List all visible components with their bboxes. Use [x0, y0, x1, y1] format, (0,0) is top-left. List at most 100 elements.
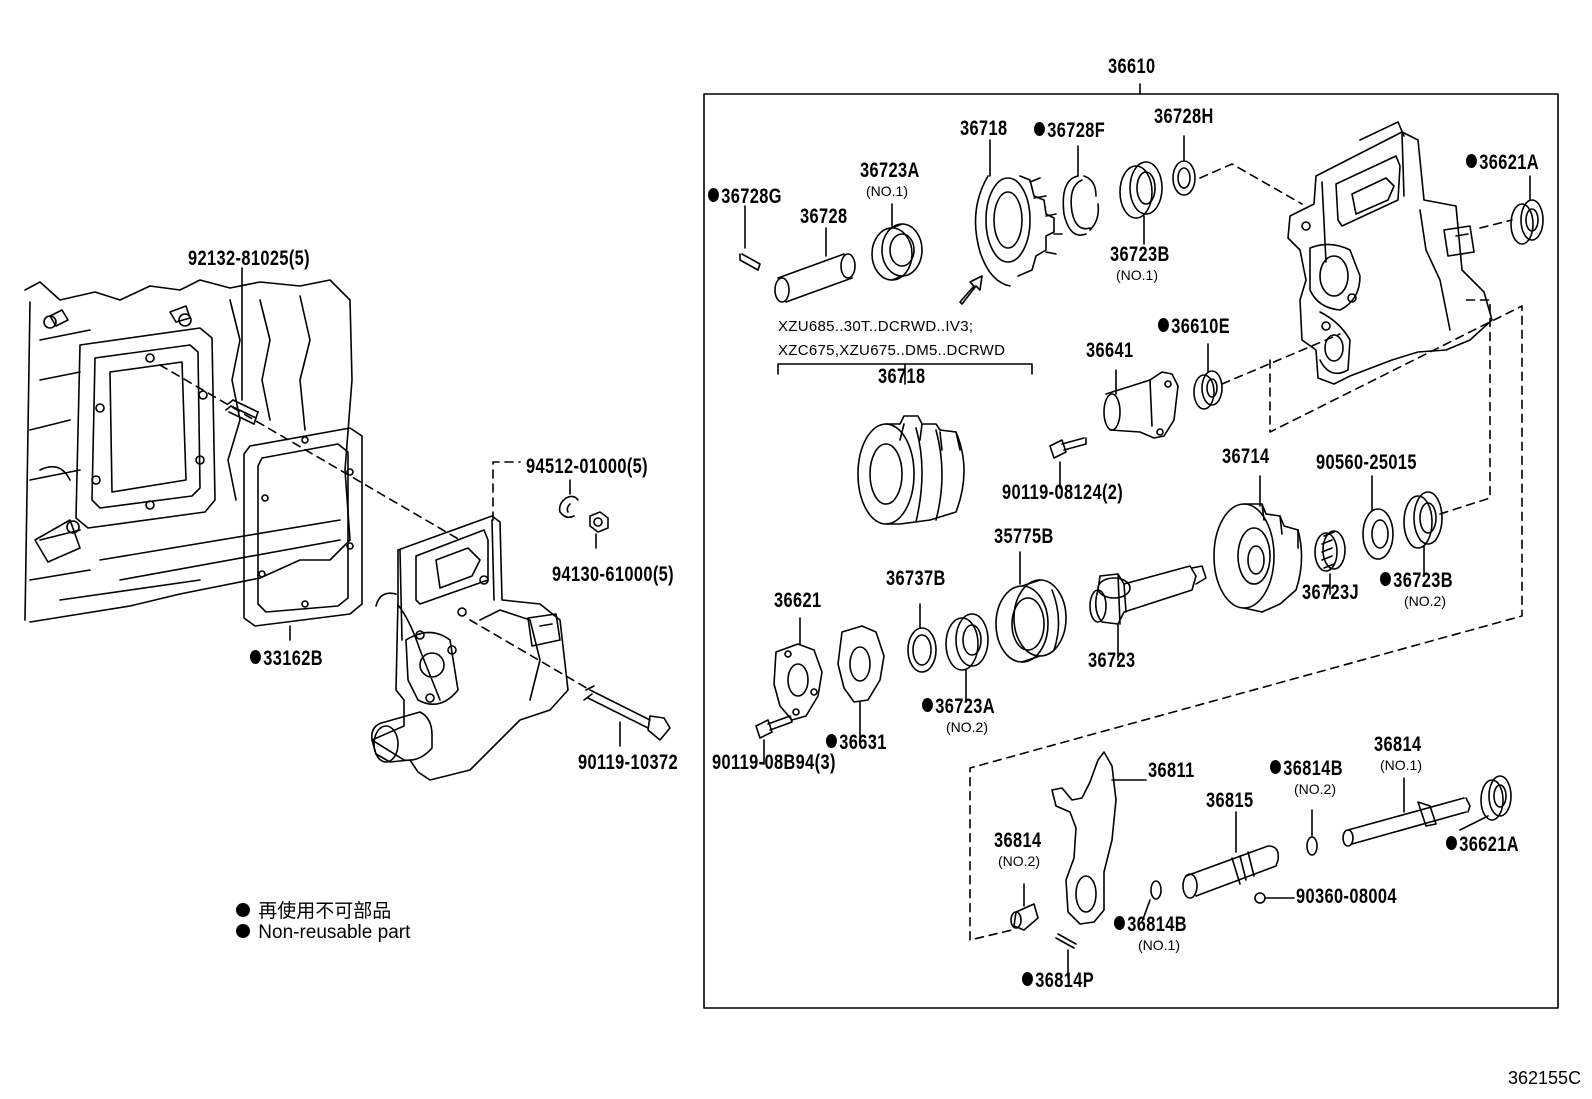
part-label-90119-10372[interactable]: 90119-10372: [578, 751, 678, 774]
pin-36728G: [739, 253, 761, 271]
part-label-92132[interactable]: 92132-81025(5): [188, 247, 311, 270]
fork-36811: [1051, 751, 1147, 925]
non-reusable-dot-icon: [1034, 122, 1045, 137]
part-label-36723J[interactable]: 36723J: [1302, 581, 1360, 604]
part-label-36814P[interactable]: 36814P: [1022, 970, 1094, 991]
assembly-lines-left: [159, 364, 591, 691]
snap-ring-36728F: [1062, 175, 1100, 236]
bearing-36723A-no2: [945, 613, 989, 671]
non-reusable-dot-icon: [1270, 760, 1281, 775]
part-sublabel-36814-no1: (NO.1): [1380, 757, 1422, 773]
part-label-90119-08B94[interactable]: 90119-08B94(3): [712, 751, 836, 774]
part-label-94130[interactable]: 94130-61000(5): [552, 563, 675, 586]
assembly-frame-36610: [703, 93, 1559, 1009]
part-label-36728[interactable]: 36728: [800, 205, 848, 228]
gear-36718-mid: [857, 415, 965, 525]
legend-non-reusable-jp: 再使用不可部品: [236, 896, 391, 923]
part-label-36641[interactable]: 36641: [1086, 339, 1134, 362]
part-label-36621A-top[interactable]: 36621A: [1466, 152, 1539, 173]
non-reusable-dot-icon: [922, 698, 933, 713]
washer-94512: [558, 495, 579, 519]
part-label-36814-no2[interactable]: 36814: [994, 829, 1042, 852]
part-label-36728F[interactable]: 36728F: [1034, 120, 1105, 141]
part-label-36723A-no2[interactable]: 36723A: [922, 696, 995, 717]
non-reusable-dot-icon: [1466, 154, 1477, 169]
stud-92132: [225, 399, 259, 425]
variant-note-line-2: XZC675,XZU675..DM5..DCRWD: [778, 342, 1006, 359]
seal-36610E: [1193, 370, 1223, 410]
part-label-36815[interactable]: 36815: [1206, 789, 1254, 812]
washer-36728H: [1172, 160, 1196, 196]
pin-36814P: [1055, 933, 1077, 949]
part-label-36621[interactable]: 36621: [774, 589, 822, 612]
part-sublabel-36814B-no2: (NO.2): [1294, 781, 1336, 797]
part-label-36737B[interactable]: 36737B: [886, 567, 946, 590]
part-sublabel-36723A-no2: (NO.2): [946, 719, 988, 735]
transmission-case: [24, 279, 353, 623]
part-label-90360-08004[interactable]: 90360-08004: [1296, 885, 1397, 908]
non-reusable-dot-icon: [826, 734, 837, 749]
non-reusable-dot-icon: [250, 650, 261, 665]
flange-36641: [1103, 371, 1179, 439]
part-label-33162B[interactable]: 33162B: [250, 648, 323, 669]
part-label-36714[interactable]: 36714: [1222, 445, 1270, 468]
bearing-36723B-no1: [1119, 161, 1163, 219]
pto-housing-left: [370, 515, 569, 781]
part-label-35775B[interactable]: 35775B: [994, 525, 1054, 548]
part-label-94512[interactable]: 94512-01000(5): [526, 455, 649, 478]
pto-housing-right: [1287, 121, 1493, 385]
part-label-36811[interactable]: 36811: [1148, 759, 1195, 782]
part-label-36621A-bottom[interactable]: 36621A: [1446, 834, 1519, 855]
washer-90560: [1362, 508, 1394, 560]
gear-36714: [1213, 503, 1303, 613]
variant-note-line-1: XZU685..30T..DCRWD..IV3;: [778, 318, 974, 335]
non-reusable-dot-icon: [236, 923, 250, 938]
non-reusable-dot-icon: [1380, 572, 1391, 587]
part-label-36631[interactable]: 36631: [826, 732, 887, 753]
plug-90360-08004: [1254, 892, 1266, 904]
detent-36814-no2: [1010, 903, 1039, 931]
part-label-36814B-no2[interactable]: 36814B: [1270, 758, 1343, 779]
non-reusable-dot-icon: [1446, 836, 1457, 851]
part-label-36728G[interactable]: 36728G: [708, 186, 782, 207]
part-label-90119-08124[interactable]: 90119-08124(2): [1002, 481, 1124, 504]
part-sublabel-36723B-no1: (NO.1): [1116, 267, 1158, 283]
part-label-36718-mid[interactable]: 36718: [878, 365, 926, 388]
bolt-90119-08124: [1049, 437, 1087, 459]
gasket-33162B: [243, 427, 363, 627]
part-sublabel-36723A-no1: (NO.1): [866, 183, 908, 199]
part-label-36718-top[interactable]: 36718: [960, 117, 1008, 140]
shaft-36814-no1: [1342, 797, 1471, 847]
part-label-36610E[interactable]: 36610E: [1158, 316, 1230, 337]
group-label-36610[interactable]: 36610: [1108, 55, 1156, 78]
figure-code: 362155C: [1508, 1068, 1582, 1088]
seal-36621A-bottom: [1480, 775, 1512, 821]
shim-36737B: [907, 627, 937, 673]
bolt-90119-10372: [583, 685, 671, 741]
part-label-36728H[interactable]: 36728H: [1154, 105, 1214, 128]
part-label-36723A-no1[interactable]: 36723A: [860, 159, 920, 182]
part-label-36814B-no1[interactable]: 36814B: [1114, 914, 1187, 935]
shaft-36723: [1089, 565, 1207, 625]
part-label-36723B-no1[interactable]: 36723B: [1110, 243, 1170, 266]
bolt-90119-08B94: [755, 715, 793, 739]
non-reusable-dot-icon: [1158, 318, 1169, 333]
bearing-36723J: [1314, 530, 1346, 572]
oring-36814B-no2: [1306, 836, 1318, 856]
part-sublabel-36814-no2: (NO.2): [998, 853, 1040, 869]
non-reusable-dot-icon: [1022, 972, 1033, 987]
gasket-36631: [837, 625, 885, 703]
non-reusable-dot-icon: [236, 902, 250, 917]
part-label-36814-no1[interactable]: 36814: [1374, 733, 1422, 756]
oring-36814B-no1: [1150, 880, 1162, 900]
bearing-36723A-no1: [871, 223, 923, 281]
part-label-36723B-no2[interactable]: 36723B: [1380, 570, 1453, 591]
part-label-90560[interactable]: 90560-25015: [1316, 451, 1417, 474]
arrow-icon: [959, 275, 983, 305]
part-label-36723[interactable]: 36723: [1088, 649, 1136, 672]
nut-94130: [589, 511, 609, 533]
assembly-lines-right: [969, 163, 1523, 941]
hub-35775B: [995, 579, 1067, 663]
non-reusable-dot-icon: [708, 188, 719, 203]
